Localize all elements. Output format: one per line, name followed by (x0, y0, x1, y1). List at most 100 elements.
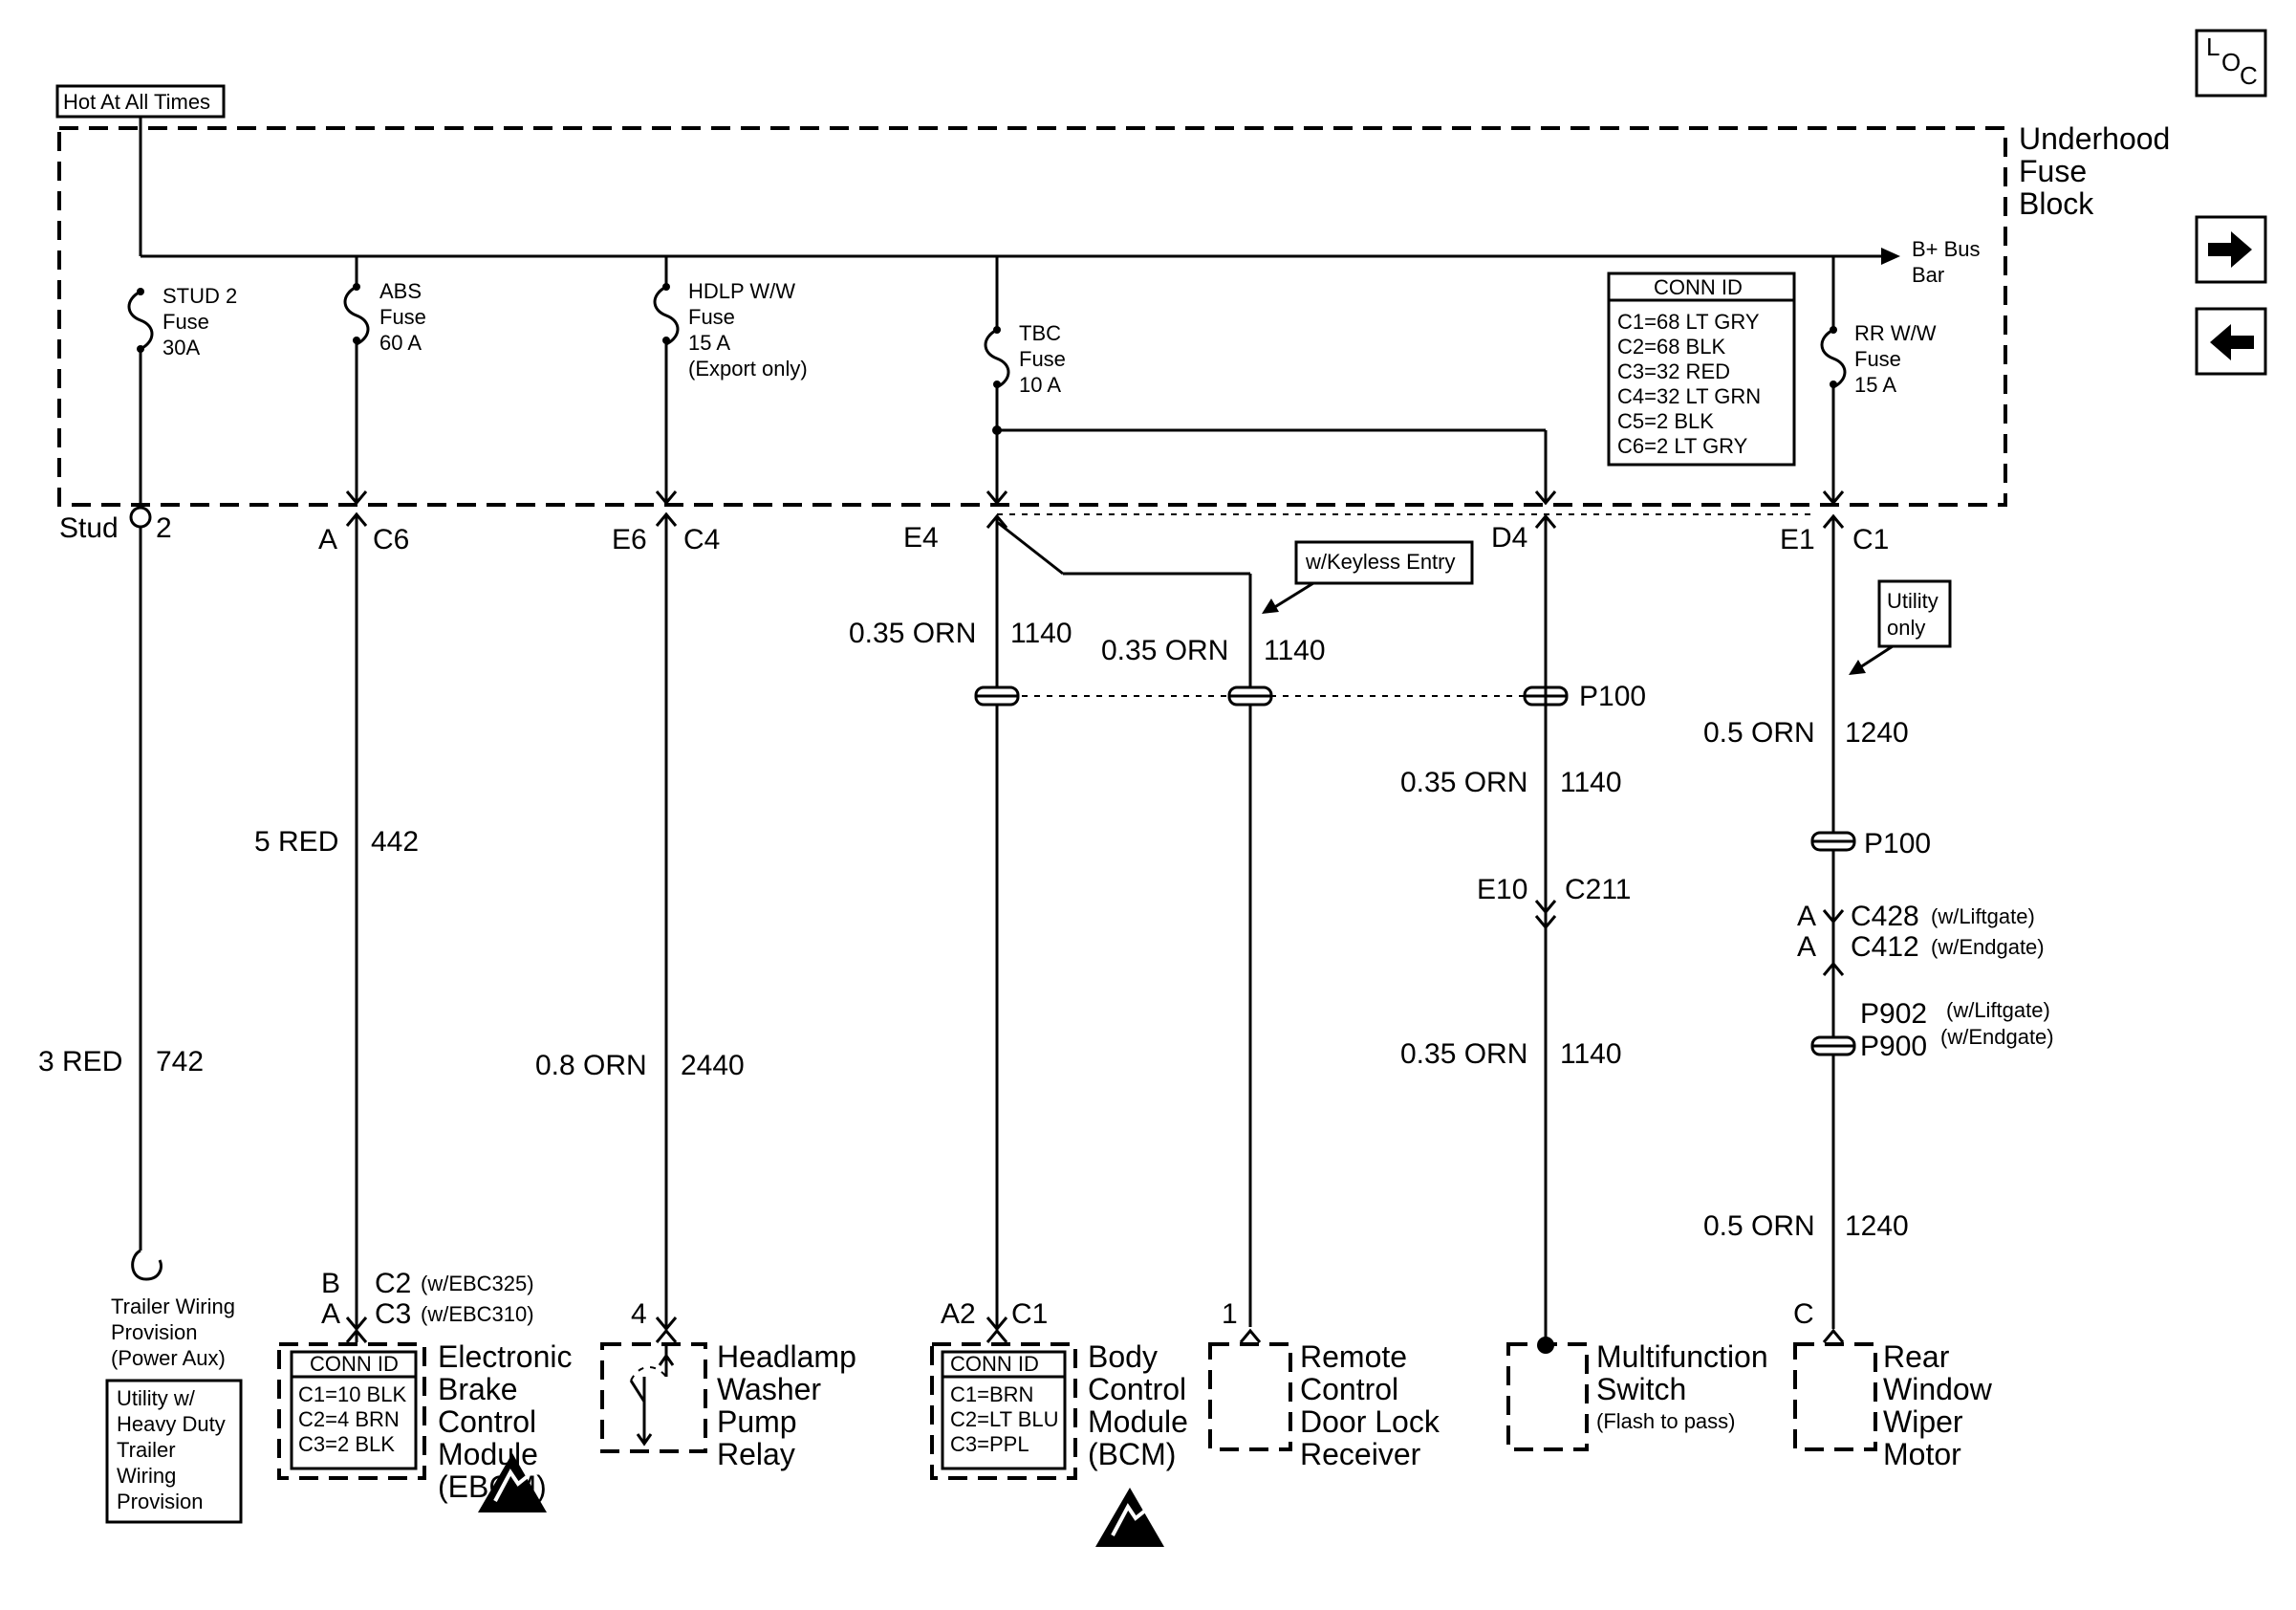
d4-pin: D4 (1491, 522, 1527, 554)
stud-label: Stud (59, 512, 119, 544)
svg-text:Rear: Rear (1883, 1339, 1950, 1374)
svg-text:C2: C2 (375, 1268, 411, 1299)
svg-text:A2: A2 (941, 1298, 976, 1330)
svg-text:(Export only): (Export only) (688, 357, 808, 381)
svg-text:STUD 2: STUD 2 (162, 284, 237, 308)
fuse-block-outline (57, 126, 2007, 507)
svg-text:RR W/W: RR W/W (1854, 321, 1937, 345)
svg-text:Heavy Duty: Heavy Duty (117, 1412, 226, 1436)
c412-pin: A (1797, 931, 1816, 963)
wire-stud-circuit: 742 (156, 1046, 204, 1077)
svg-text:Control: Control (1300, 1372, 1398, 1406)
splice-p100-keyless (1227, 685, 1273, 707)
svg-text:CONN ID: CONN ID (1654, 275, 1743, 299)
c428-connector: C428 (1851, 901, 1919, 932)
wire-hdlp-circuit: 2440 (681, 1050, 745, 1081)
wire-tbc-color: 0.35 ORN (849, 618, 976, 649)
svg-text:C: C (1793, 1298, 1814, 1330)
esd-sensitive-icon (1095, 1488, 1164, 1547)
svg-text:15 A: 15 A (1854, 373, 1896, 397)
svg-text:Switch: Switch (1596, 1372, 1686, 1406)
svg-text:(w/EBC310): (w/EBC310) (421, 1302, 534, 1326)
svg-text:C1=68 LT GRY: C1=68 LT GRY (1617, 310, 1760, 334)
esd-sensitive-icon (478, 1453, 547, 1512)
c428-pin: A (1797, 901, 1816, 932)
keyless-entry-note: w/Keyless Entry (1262, 540, 1474, 614)
utility-only-note: Utility only (1849, 579, 1952, 675)
p900-note: (w/Endgate) (1940, 1025, 2054, 1049)
c211-connector: C211 (1565, 874, 1632, 905)
svg-text:60 A: 60 A (379, 331, 422, 355)
fuse-tbc: TBC Fuse 10 A (984, 321, 1066, 397)
svg-text:Fuse: Fuse (379, 305, 426, 329)
splice-p902-p900 (1810, 1035, 1856, 1056)
svg-text:C1=10 BLK: C1=10 BLK (298, 1382, 406, 1406)
c428-note: (w/Liftgate) (1931, 904, 2035, 928)
svg-text:C3=2 BLK: C3=2 BLK (298, 1432, 395, 1456)
trailer-label-1: Trailer Wiring (111, 1295, 235, 1318)
fuse-block-label-1: Underhood (2019, 121, 2170, 156)
p100-label-b: P100 (1864, 828, 1931, 859)
next-page-button[interactable] (2195, 215, 2267, 284)
svg-text:30A: 30A (162, 336, 200, 359)
p902-label: P902 (1860, 998, 1927, 1030)
svg-text:C3=32 RED: C3=32 RED (1617, 359, 1730, 383)
prev-page-button[interactable] (2195, 307, 2267, 376)
stud-number: 2 (156, 512, 172, 544)
svg-text:Headlamp: Headlamp (717, 1339, 856, 1374)
wire-stud-color: 3 RED (38, 1046, 122, 1077)
loc-o: O (2221, 48, 2241, 76)
splice-p100-tbc (974, 685, 1020, 707)
svg-text:Door Lock: Door Lock (1300, 1404, 1440, 1439)
svg-text:Electronic: Electronic (438, 1339, 573, 1374)
svg-text:C1: C1 (1011, 1298, 1048, 1330)
c412-connector: C412 (1851, 931, 1919, 963)
multifunction-switch: Multifunction Switch (Flash to pass) (1506, 1339, 1768, 1451)
svg-text:Remote: Remote (1300, 1339, 1407, 1374)
svg-text:Trailer: Trailer (117, 1438, 176, 1462)
hot-at-all-times-box (55, 84, 226, 119)
svg-text:C2=68 BLK: C2=68 BLK (1617, 335, 1725, 359)
svg-text:TBC: TBC (1019, 321, 1061, 345)
wire-mf-top-circuit: 1140 (1560, 767, 1622, 798)
svg-text:C2=4 BRN: C2=4 BRN (298, 1407, 400, 1431)
bcm-component: CONN ID C1=BRN C2=LT BLU C3=PPL Body Con… (930, 1339, 1188, 1480)
rr-connector: C1 (1852, 524, 1889, 555)
svg-text:Control: Control (1088, 1372, 1186, 1406)
svg-text:Multifunction: Multifunction (1596, 1339, 1768, 1374)
svg-text:Window: Window (1883, 1372, 1993, 1406)
svg-text:w/Keyless Entry: w/Keyless Entry (1305, 550, 1456, 574)
left-arrow-icon (2210, 324, 2254, 360)
svg-text:Body: Body (1088, 1339, 1158, 1374)
svg-text:CONN ID: CONN ID (950, 1352, 1039, 1376)
wire-rr-bottom-circuit: 1240 (1845, 1210, 1909, 1242)
wire-abs-color: 5 RED (254, 826, 338, 858)
loc-l: L (2206, 33, 2220, 61)
svg-text:Control: Control (438, 1404, 536, 1439)
svg-text:1: 1 (1222, 1298, 1238, 1330)
p100-label-a: P100 (1579, 681, 1646, 712)
bus-label-1: B+ Bus (1912, 237, 1981, 261)
svg-text:Wiper: Wiper (1883, 1404, 1963, 1439)
c412-note: (w/Endgate) (1931, 935, 2045, 959)
svg-text:Utility w/: Utility w/ (117, 1386, 196, 1410)
wire-keyless-circuit: 1140 (1264, 635, 1326, 666)
svg-text:Brake: Brake (438, 1372, 518, 1406)
svg-text:Receiver: Receiver (1300, 1437, 1421, 1471)
fuse-block-label-3: Block (2019, 186, 2094, 221)
loc-button[interactable]: L O C (2195, 29, 2267, 98)
rr-pin: E1 (1780, 524, 1815, 555)
svg-text:(w/EBC325): (w/EBC325) (421, 1272, 534, 1295)
abs-pin: A (318, 524, 337, 555)
fuse-rr-ww: RR W/W Fuse 15 A (1820, 321, 1937, 397)
bus-label-2: Bar (1912, 263, 1944, 287)
p900-label: P900 (1860, 1031, 1927, 1062)
svg-text:Fuse: Fuse (1854, 347, 1901, 371)
trailer-option-box: Utility w/ Heavy Duty Trailer Wiring Pro… (105, 1379, 243, 1524)
wire-mf-top-color: 0.35 ORN (1400, 767, 1527, 798)
ebcm-component: CONN ID C1=10 BLK C2=4 BRN C3=2 BLK Elec… (277, 1339, 573, 1504)
fuse-hdlp-ww: HDLP W/W Fuse 15 A (Export only) (653, 279, 808, 381)
svg-text:B: B (321, 1268, 340, 1299)
remote-door-lock-receiver: Remote Control Door Lock Receiver (1208, 1339, 1440, 1471)
